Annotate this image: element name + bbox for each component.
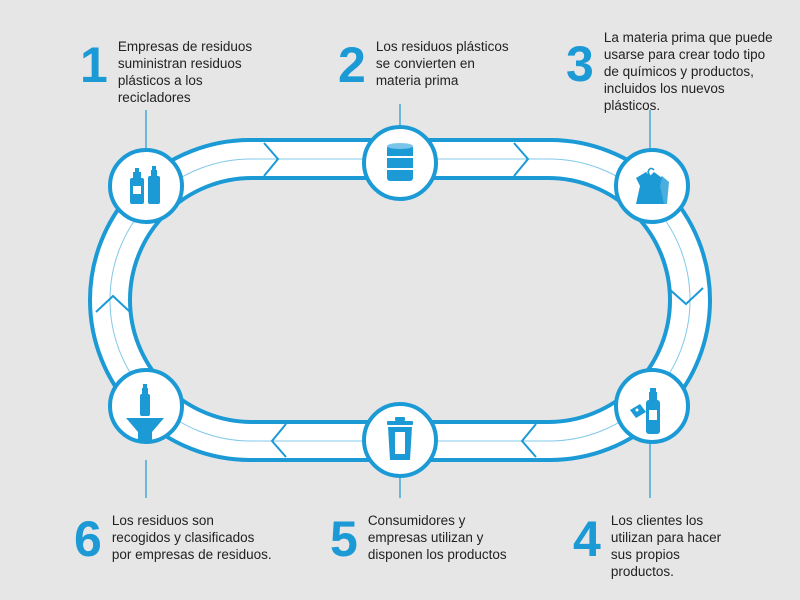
step-number: 2 [338, 37, 366, 93]
step-1: 1 Empresas de residuos suministran resid… [80, 38, 280, 106]
step-number: 6 [74, 511, 102, 567]
step-description: La materia prima que puede usarse para c… [603, 30, 773, 113]
step-description: Empresas de residuos suministran residuo… [117, 39, 253, 105]
chevron-left-icon [270, 423, 287, 458]
step-description: Los clientes los utilizan para hacer sus… [610, 513, 722, 579]
chevron-left-icon [520, 423, 537, 458]
trash-bin-icon [387, 417, 413, 460]
step-6: 6 Los residuos son recogidos y clasifica… [74, 512, 294, 564]
step-description: Los residuos son recogidos y clasificado… [111, 513, 272, 562]
node-circles [108, 125, 690, 478]
flow-chevrons [95, 142, 704, 458]
bottles-icon [130, 166, 160, 204]
bottle-tag-icon [630, 388, 660, 434]
step-5: 5 Consumidores y empresas utilizan y dis… [330, 512, 530, 564]
step-description: Consumidores y empresas utilizan y dispo… [367, 513, 507, 562]
chevron-up-icon [95, 294, 131, 313]
step-number: 4 [573, 511, 601, 567]
chevron-right-icon [263, 142, 280, 177]
barrel-icon [387, 143, 413, 181]
step-2: 2 Los residuos plásticos se convierten e… [338, 38, 538, 90]
connector-lines [145, 104, 651, 498]
chevron-right-icon [513, 142, 530, 177]
step-number: 5 [330, 511, 358, 567]
step-number: 1 [80, 37, 108, 93]
funnel-bottle-icon [126, 384, 164, 440]
clothes-icon [636, 167, 669, 204]
chevron-down-icon [667, 287, 704, 306]
step-description: Los residuos plásticos se convierten en … [375, 39, 509, 88]
step-number: 3 [566, 36, 594, 92]
step-3: 3 La materia prima que puede usarse para… [566, 29, 791, 114]
step-4: 4 Los clientes los utilizan para hacer s… [573, 512, 773, 580]
